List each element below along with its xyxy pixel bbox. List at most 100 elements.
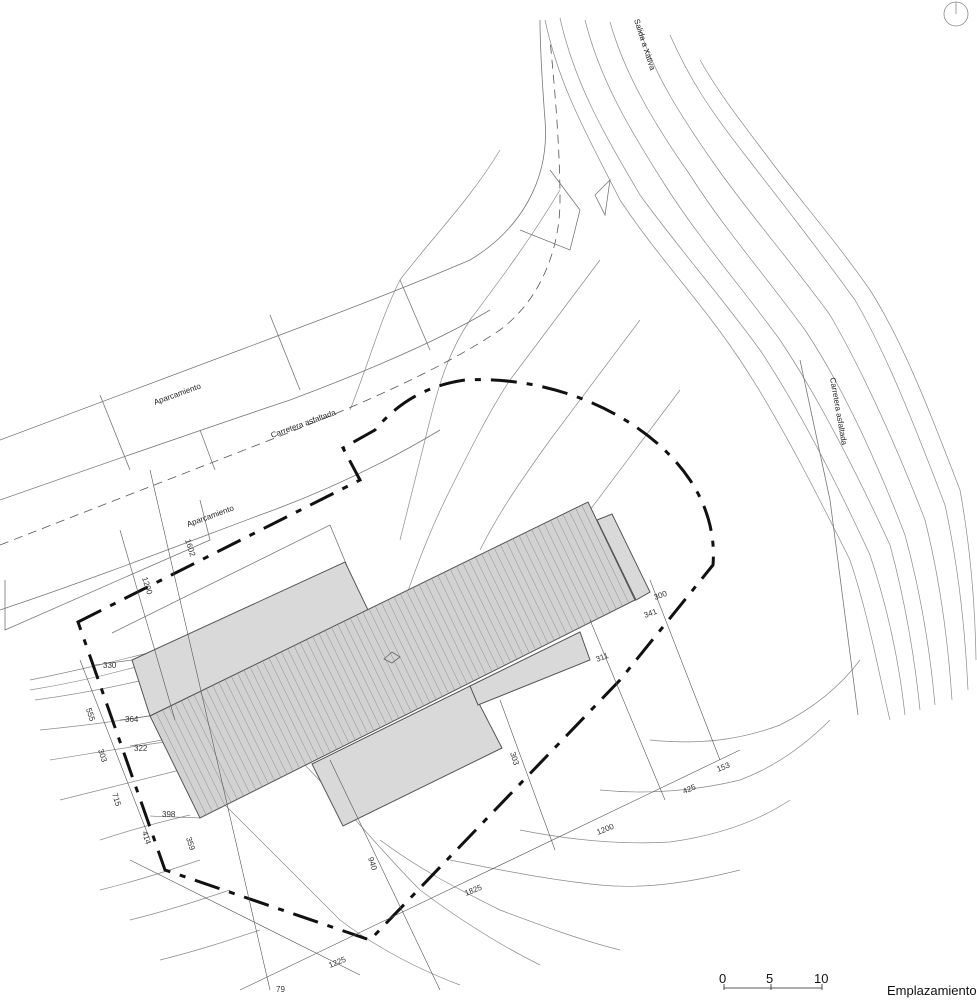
volume-east [469,631,591,706]
property-boundary [76,378,715,942]
roof-ridge-line [174,703,226,806]
roof-ridge-line [475,556,524,657]
roof-ridge-line [500,544,549,644]
roof-ridge-line [425,581,474,682]
dim-1825: 1825 [463,883,483,898]
roof-ridge-line [249,666,300,769]
site-labels: Salida a Xàtiva Aparcamiento Carretera a… [153,18,849,529]
roof-ridge-line [281,651,331,753]
dim-364: 364 [125,715,139,724]
roof-ridge-line [218,682,269,784]
dim-330: 330 [103,661,117,670]
roof-ridge-line [412,587,462,688]
roof-ridge-line [331,627,381,728]
roof-ridge-line [468,559,518,660]
dim-311: 311 [595,651,611,664]
roof-ridge-line [231,676,282,778]
roof-ridge-line [306,639,356,741]
dim-303-left: 303 [96,748,109,764]
main-roof [149,501,636,819]
dimension-lines [79,469,741,991]
dim-1602: 1602 [183,538,197,558]
scale-tick-5: 5 [766,971,773,986]
roof-ridge-line [362,611,412,713]
roof-ridge-line [268,657,319,759]
roof-ridge-line [406,590,456,691]
contour-lines [29,17,977,986]
roof-ridge-line [525,532,574,632]
roof-ridge-line [456,566,505,666]
roof-ridge-line [581,504,630,604]
roof-ridge-line [381,602,431,703]
roof-ridge-line [156,712,207,815]
roof-ridge-line [400,593,449,694]
label-salida: Salida a Xàtiva [632,18,657,72]
roof-ridge-line [487,550,536,650]
dim-715: 715 [110,792,123,808]
roof-ridge-line [531,529,580,629]
road-and-parking [0,19,859,716]
roof-ridge-line [575,508,623,607]
roof-ridge-line [274,654,325,756]
dim-1200-bottom: 1200 [595,822,615,837]
scale-tick-10: 10 [814,971,828,986]
roof-ridge-line [556,517,605,616]
roof-ridge-line [518,535,567,635]
roof-ridge-line [512,538,561,638]
roof-ridge-line [237,673,288,775]
building [131,501,651,827]
roof-ridge-line [375,605,424,706]
roof-ridge-line [262,660,313,763]
roof-ridge-line [199,691,250,794]
roof-ridge-line [506,541,555,641]
scale-tick-0: 0 [719,971,726,986]
roof-ridge-line [393,596,443,697]
dim-555: 555 [84,707,97,723]
label-aparcamiento-1: Aparcamiento [153,381,203,407]
roof-ridge-line [493,547,543,647]
roof-ridge-line [431,578,480,678]
dim-322: 322 [134,744,148,753]
dimension-texts: 1602 1200 330 364 322 398 414 359 300 34… [84,538,732,994]
roof-ridge-line [462,563,511,663]
roof-ridge-line [368,608,418,710]
roof-ridge-line [550,520,598,619]
roof-ridge-line [293,645,344,747]
roof-ridge-line [162,709,213,812]
roof-ridge-line [543,523,592,622]
roof-ridge-line [206,688,257,791]
roof-ridge-line [224,679,275,781]
roof-ridge-line [212,685,263,787]
dim-341: 341 [643,607,659,620]
roof-ridge-line [256,663,306,766]
roof-ridge-line [437,575,487,675]
roof-ridge-line [324,630,375,731]
roof-ridge-line [312,636,362,738]
dim-359: 359 [184,836,197,852]
roof-ridge-line [387,599,437,700]
roof-ridges [156,504,630,815]
roof-ridge-line [537,526,586,626]
dim-414: 414 [140,830,153,846]
roof-ridge-line [287,648,337,750]
label-carretera-1: Carretera asfaltada [270,408,338,440]
dim-300: 300 [653,589,669,602]
roof-ridge-line [299,642,350,744]
roof-ridge-line [356,615,406,716]
roof-ridge-line [337,624,387,725]
dim-1200-left: 1200 [140,576,154,596]
roof-ridge-line [418,584,468,685]
roof-ridge-line [318,633,369,735]
roof-ridge-line [343,621,393,722]
volume-south [311,685,503,827]
dim-79: 79 [276,985,285,994]
roof-ridge-line [443,572,493,672]
dim-153: 153 [715,760,731,774]
roof-ridge-line [450,569,499,669]
roof-ridge-line [193,694,244,797]
graphic-scale: 0 5 10 [719,971,828,990]
roof-ridge-line [168,706,219,809]
roof-ridge-line [569,511,617,610]
label-aparcamiento-2: Aparcamiento [186,503,236,529]
